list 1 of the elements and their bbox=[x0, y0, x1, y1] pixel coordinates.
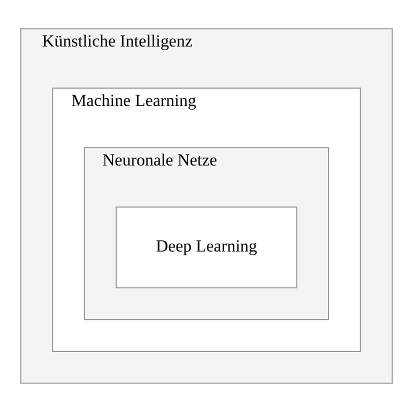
node-box: Deep Learning bbox=[116, 206, 298, 288]
